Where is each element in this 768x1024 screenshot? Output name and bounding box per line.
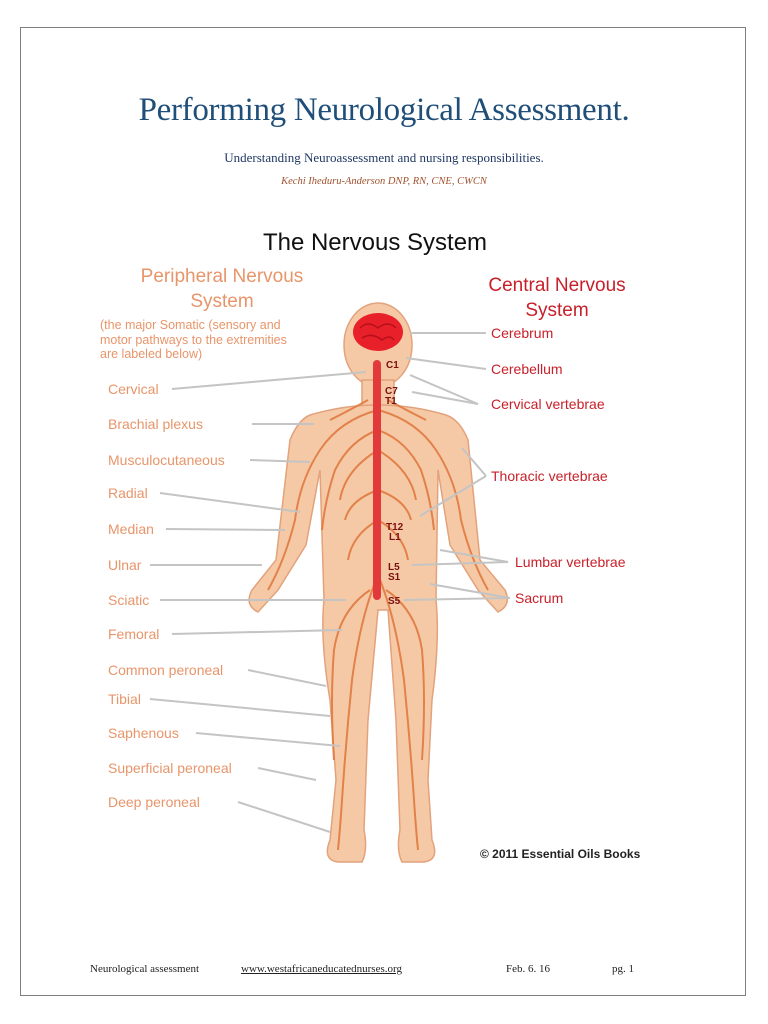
label-saphenous: Saphenous bbox=[108, 725, 179, 741]
pns-heading-line2: System bbox=[190, 291, 253, 312]
marker-t12: T12 bbox=[386, 522, 404, 533]
label-sacrum: Sacrum bbox=[515, 590, 563, 606]
marker-c7: C7 bbox=[385, 386, 398, 397]
label-cervical-vertebrae: Cervical vertebrae bbox=[491, 396, 605, 412]
cns-heading-line2: System bbox=[525, 300, 588, 321]
brain bbox=[353, 313, 403, 351]
marker-s1: S1 bbox=[388, 572, 401, 583]
diagram-copyright: © 2011 Essential Oils Books bbox=[480, 847, 641, 861]
label-musculocutaneous: Musculocutaneous bbox=[108, 452, 225, 468]
marker-s5: S5 bbox=[388, 596, 401, 607]
label-cerebrum: Cerebrum bbox=[491, 325, 553, 341]
pns-note-line3: are labeled below) bbox=[100, 347, 202, 361]
pns-note-line1: (the major Somatic (sensory and bbox=[100, 318, 281, 332]
footer-url[interactable]: www.westafricaneducatednurses.org bbox=[241, 963, 402, 975]
document-subtitle: Understanding Neuroassessment and nursin… bbox=[224, 150, 544, 165]
marker-c1: C1 bbox=[386, 360, 399, 371]
document-author: Kechi Iheduru-Anderson DNP, RN, CNE, CWC… bbox=[281, 176, 487, 187]
label-ulnar: Ulnar bbox=[108, 557, 142, 573]
footer-date: Feb. 6. 16 bbox=[506, 963, 550, 975]
label-deep-peroneal: Deep peroneal bbox=[108, 794, 200, 810]
label-sciatic: Sciatic bbox=[108, 592, 149, 608]
label-lumbar-vertebrae: Lumbar vertebrae bbox=[515, 554, 626, 570]
label-tibial: Tibial bbox=[108, 691, 141, 707]
footer-page: pg. 1 bbox=[612, 963, 634, 975]
pointer-lines bbox=[149, 332, 511, 833]
label-superficial-peroneal: Superficial peroneal bbox=[108, 760, 232, 776]
marker-t1: T1 bbox=[385, 396, 397, 407]
label-cervical: Cervical bbox=[108, 381, 159, 397]
page-border bbox=[20, 27, 746, 996]
label-brachial-plexus: Brachial plexus bbox=[108, 416, 203, 432]
label-radial: Radial bbox=[108, 485, 148, 501]
peripheral-nerves bbox=[267, 399, 489, 851]
footer-label: Neurological assessment bbox=[90, 963, 200, 975]
footer-url-link[interactable]: www.westafricaneducatednurses.org bbox=[241, 963, 402, 975]
document-title: Performing Neurological Assessment. bbox=[138, 92, 630, 128]
marker-l1: L1 bbox=[389, 532, 401, 543]
marker-l5: L5 bbox=[388, 562, 400, 573]
pns-note-line2: motor pathways to the extremities bbox=[100, 333, 287, 347]
cns-heading-line1: Central Nervous bbox=[488, 275, 625, 296]
diagram-heading: The Nervous System bbox=[263, 229, 487, 256]
spinal-cord bbox=[373, 360, 381, 600]
label-common-peroneal: Common peroneal bbox=[108, 662, 223, 678]
pns-heading-line1: Peripheral Nervous bbox=[141, 266, 304, 287]
label-cerebellum: Cerebellum bbox=[491, 361, 563, 377]
label-thoracic-vertebrae: Thoracic vertebrae bbox=[491, 468, 608, 484]
label-median: Median bbox=[108, 521, 154, 537]
label-femoral: Femoral bbox=[108, 626, 159, 642]
